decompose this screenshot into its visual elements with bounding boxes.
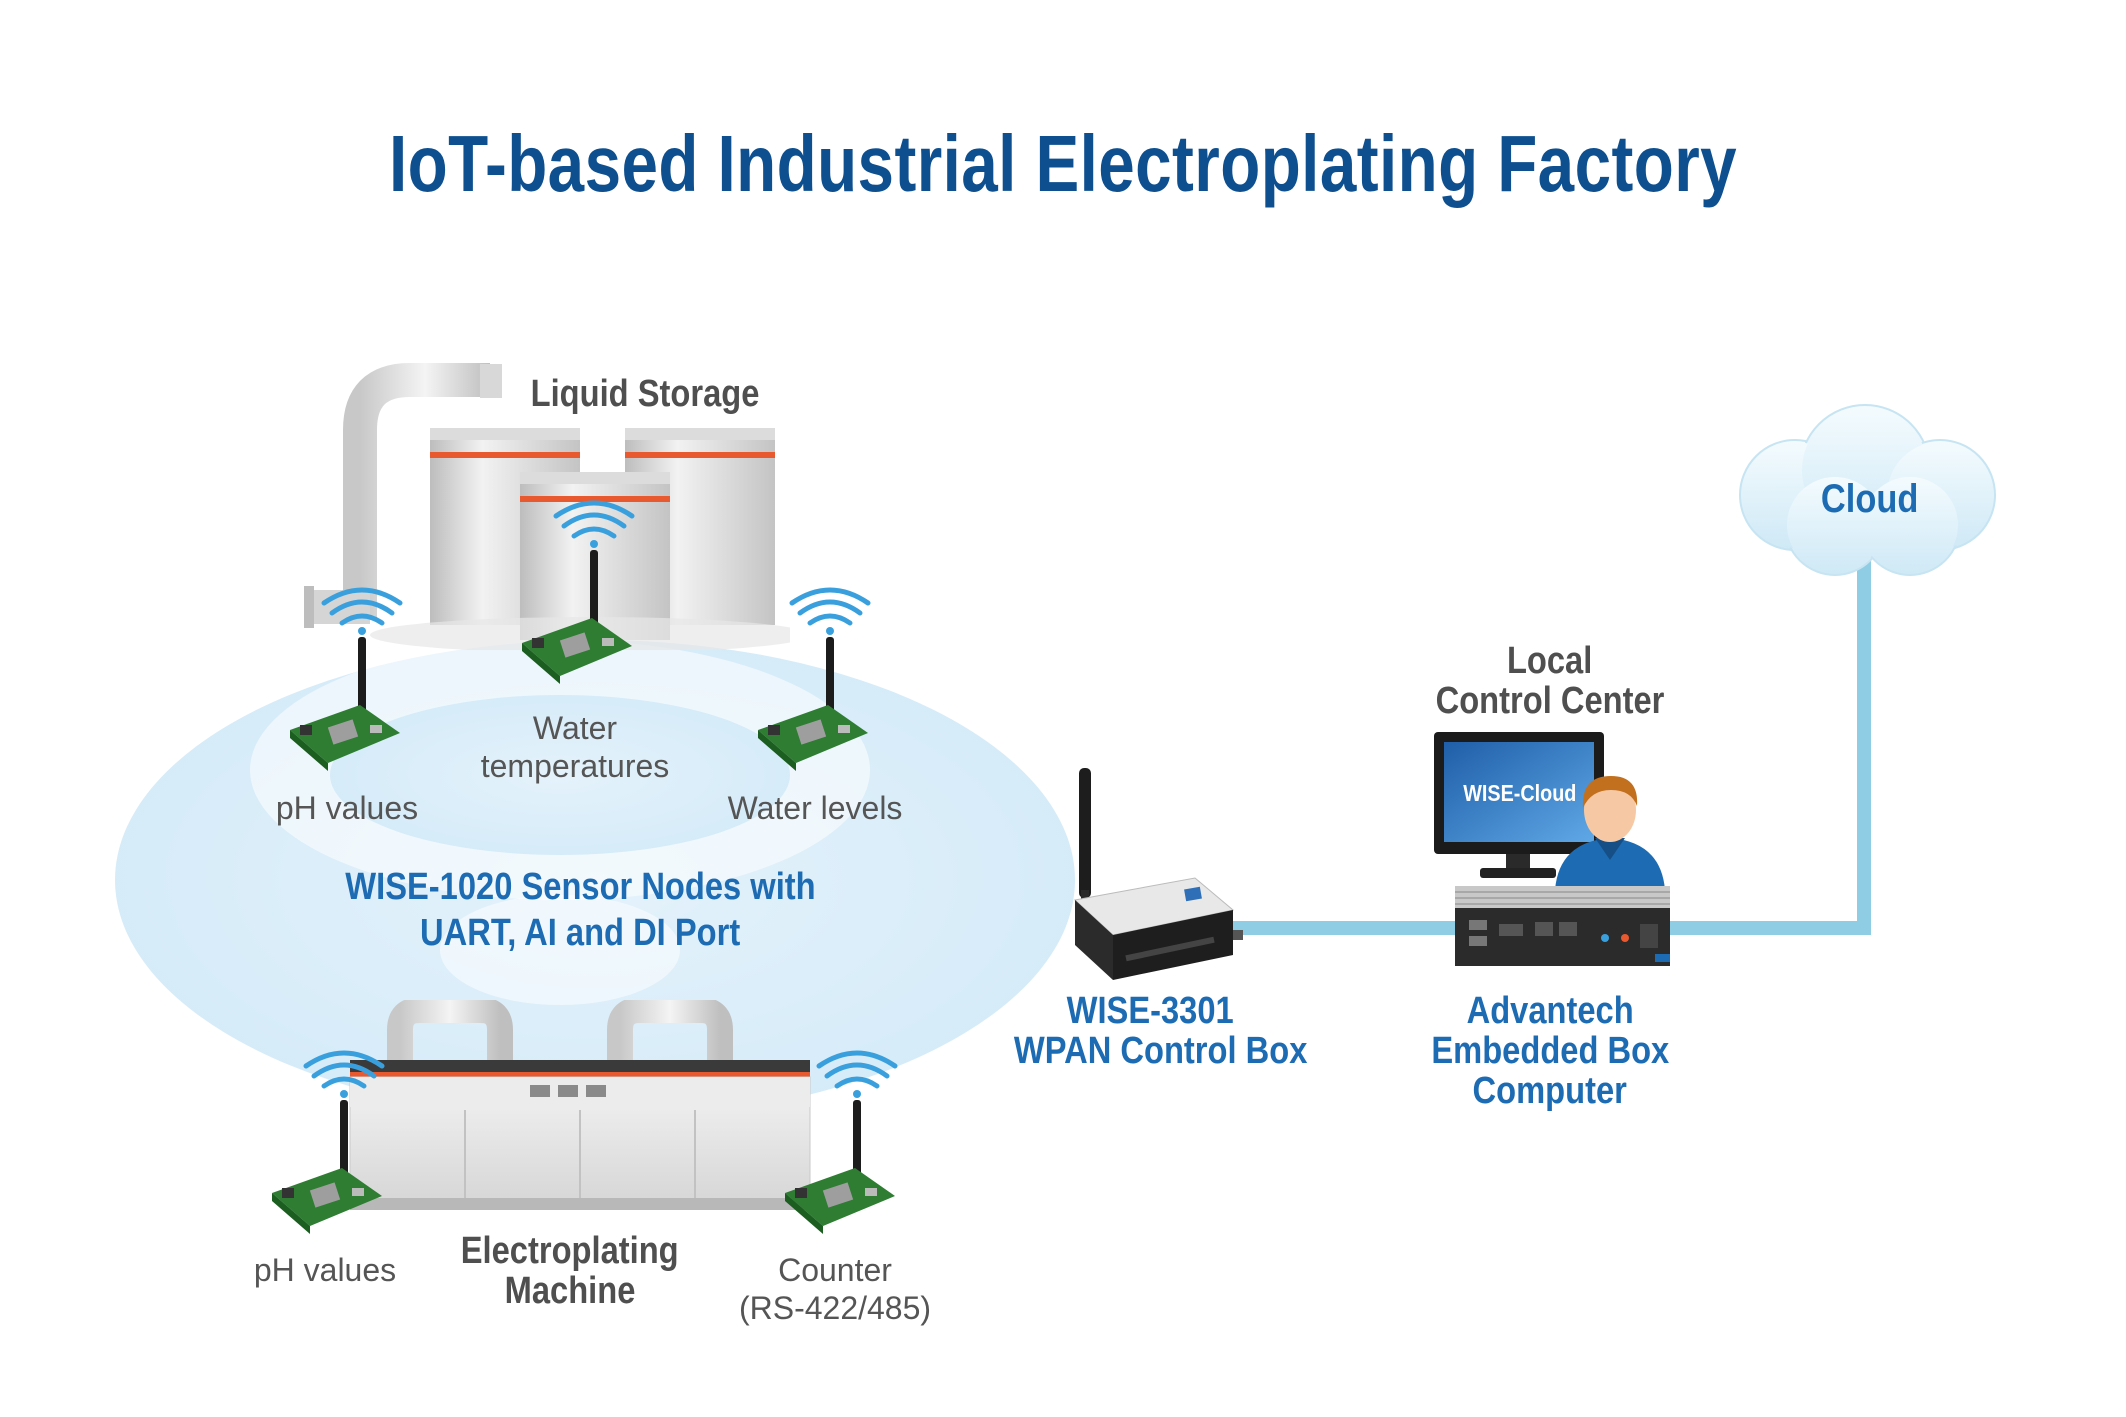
page-title: IoT-based Industrial Electroplating Fact… (388, 119, 1738, 208)
sensor-nodes-label: WISE-1020 Sensor Nodes with UART, AI and… (344, 866, 816, 954)
sensor-label-ph-top: pH values (275, 790, 419, 826)
operator-person-icon (1555, 776, 1665, 890)
sensor-node-water-levels (758, 587, 871, 771)
wpan-control-box-illustration (1073, 768, 1243, 980)
cloud-label: Cloud (1821, 477, 1919, 521)
sensor-label-water-levels: Water levels (727, 790, 903, 826)
monitor-screen-text: WISE-Cloud (1463, 780, 1577, 806)
liquid-storage-label: Liquid Storage (530, 373, 760, 415)
electroplating-machine-label: Electroplating Machine (461, 1230, 679, 1312)
sensor-label-water-temp: Water temperatures (480, 710, 670, 784)
monitor-illustration (1434, 732, 1604, 878)
wpan-control-box-label: WISE-3301 WPAN Control Box (1013, 990, 1308, 1072)
sensor-label-counter: Counter (RS-422/485) (738, 1252, 932, 1326)
embedded-box-computer-label: Advantech Embedded Box Computer (1431, 990, 1669, 1112)
sensor-node-counter (785, 1050, 898, 1234)
embedded-box-computer-illustration (1455, 886, 1670, 966)
cloud-icon (1739, 404, 1996, 576)
sensor-label-ph-bottom: pH values (253, 1252, 397, 1288)
electroplating-machine-illustration (349, 1000, 811, 1210)
sensor-node-water-temp (522, 500, 635, 684)
local-control-center-label: Local Control Center (1435, 640, 1665, 722)
sensor-node-ph-top (290, 587, 403, 771)
sensor-node-ph-bottom (272, 1050, 385, 1234)
